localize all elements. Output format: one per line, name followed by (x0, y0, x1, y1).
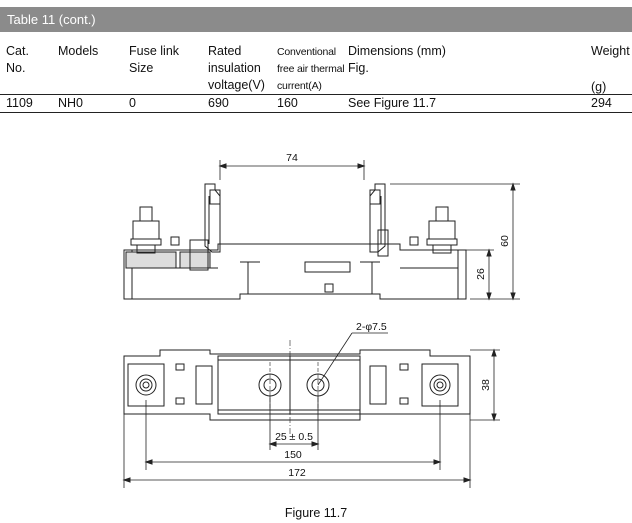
dim-label-60: 60 (499, 235, 511, 247)
dim-label-172: 172 (288, 467, 306, 479)
top-view (122, 332, 500, 488)
header-rated-insulation-voltage: Rated insulation voltage(V) (208, 44, 265, 92)
side-view (123, 160, 520, 301)
dim-label-25: 25 ± 0.5 (275, 431, 313, 443)
dim-label-150: 150 (284, 449, 302, 461)
header-weight: Weight (g) (591, 44, 630, 94)
table-title: Table 11 (cont.) (7, 12, 96, 27)
cell-rated-voltage: 690 (208, 96, 229, 110)
cell-dimensions-fig: See Figure 11.7 (348, 96, 437, 110)
figure-caption: Figure 11.7 (284, 506, 348, 520)
cell-fuse-size: 0 (129, 96, 136, 110)
header-dimensions: Dimensions (mm) Fig. (348, 44, 446, 75)
header-divider (0, 94, 632, 95)
cell-models: NH0 (58, 96, 84, 110)
dim-label-holes: 2-φ7.5 (356, 321, 387, 333)
table-title-bar: Table 11 (cont.) (0, 7, 632, 32)
cell-thermal-current: 160 (277, 96, 298, 110)
header-cat-no: Cat. No. (6, 44, 29, 75)
dim-label-38: 38 (480, 379, 492, 391)
header-fuse-link-size: Fuse link Size (129, 44, 180, 75)
header-models: Models (58, 44, 99, 58)
header-thermal-current: Conventional free air thermal current(A) (277, 46, 345, 92)
dim-label-74: 74 (286, 152, 298, 164)
cell-weight: 294 (591, 96, 612, 110)
row-divider (0, 112, 632, 113)
dim-label-26: 26 (475, 268, 487, 280)
cell-cat-no: 1109 (6, 96, 33, 110)
